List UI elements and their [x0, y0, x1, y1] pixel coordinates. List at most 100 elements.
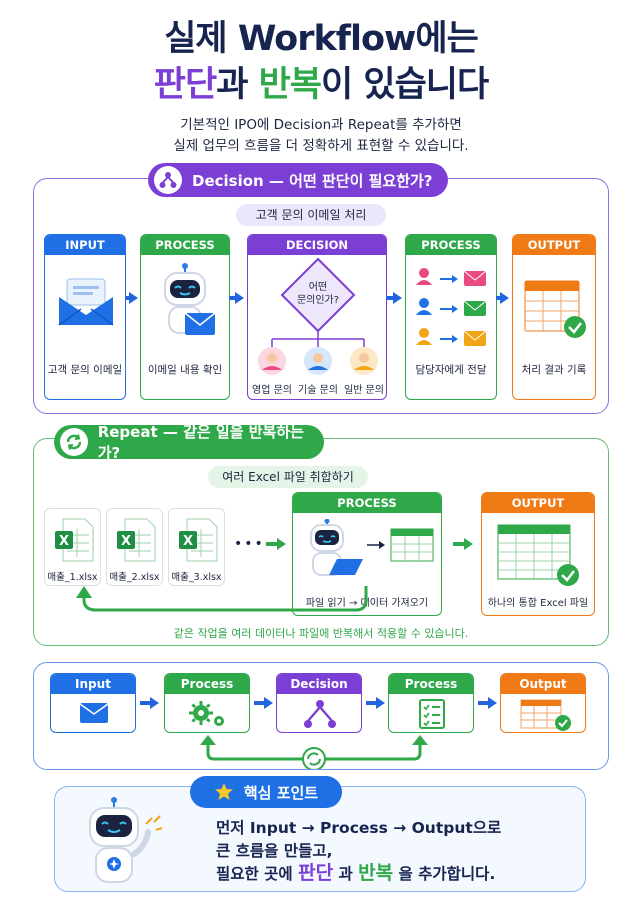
- repeat-output-head: OUTPUT: [482, 493, 594, 513]
- decision-header: Decision — 어떤 판단이 필요한가?: [148, 163, 448, 197]
- decision-branch-icon: [304, 700, 336, 728]
- gears-icon: [189, 701, 224, 726]
- diamond-line2: 문의인가?: [296, 295, 340, 306]
- excel-file-3: X 매출_3.xlsx: [168, 508, 225, 586]
- title-exists: 이 있습니다: [321, 65, 489, 105]
- branch-general: 일반 문의: [344, 385, 384, 396]
- decision-branch-icon: [154, 166, 182, 194]
- excel-icon: X: [55, 518, 94, 562]
- table-check-icon: [524, 280, 586, 338]
- envelope-icon: [79, 703, 109, 723]
- title-judgment: 판단: [153, 65, 217, 105]
- loop-back-arrow: [76, 586, 368, 612]
- arrow-icon: [393, 292, 402, 304]
- decision-decision-head: DECISION: [248, 235, 386, 255]
- arrow-shaft: [386, 296, 394, 300]
- arrow-icon: [500, 292, 509, 304]
- repeat-output-box: OUTPUT 하나의 통합 Excel 파일: [481, 492, 595, 616]
- arrow-shaft: [229, 296, 237, 300]
- summary-input-box: Input: [50, 673, 136, 733]
- summary-loop-arrow: [200, 735, 428, 769]
- robot-icon: [155, 263, 221, 343]
- arrow-shaft: [125, 296, 131, 300]
- repeat-icon: [60, 428, 88, 456]
- keypoint-line1: 먼저 Input → Process → Output으로: [216, 819, 502, 837]
- title-and: 과: [216, 65, 259, 105]
- decision-process1-head: PROCESS: [141, 235, 229, 255]
- excel-file-3-label: 매출_3.xlsx: [171, 572, 222, 583]
- decision-diamond-text: 어떤 문의인가?: [248, 281, 386, 307]
- arrow-shaft: [496, 296, 502, 300]
- decision-process2-head: PROCESS: [406, 235, 496, 255]
- excel-icon: X: [117, 518, 156, 562]
- summary-process1-box: Process: [164, 673, 250, 733]
- summary-process2-head: Process: [389, 674, 473, 694]
- summary-output-box: Output: [500, 673, 586, 733]
- arrow-shaft: [254, 701, 266, 705]
- summary-decision-head: Decision: [277, 674, 361, 694]
- repeat-footnote: 같은 작업을 여러 데이터나 파일에 반복해서 적용할 수 있습니다.: [173, 627, 469, 640]
- svg-text:X: X: [121, 534, 131, 549]
- keypoint-line3-e: 을 추가합니다.: [393, 865, 496, 883]
- summary-input-head: Input: [51, 674, 135, 694]
- arrow-icon: [376, 697, 385, 709]
- arrow-shaft: [366, 701, 378, 705]
- summary-decision-box: Decision: [276, 673, 362, 733]
- arrow-icon: [129, 292, 138, 304]
- excel-icon: X: [179, 518, 218, 562]
- title-repeat: 반복: [258, 65, 322, 105]
- page-title-line2: 판단과 반복이 있습니다: [0, 56, 642, 107]
- decision-input-label: 고객 문의 이메일: [47, 364, 123, 376]
- decision-output-head: OUTPUT: [513, 235, 595, 255]
- page-title-line1: 실제 Workflow에는: [164, 19, 479, 59]
- arrow-icon: [464, 538, 473, 550]
- arrow-shaft: [266, 542, 278, 546]
- excel-file-1-label: 매출_1.xlsx: [47, 572, 98, 583]
- decision-diamond-graphic: [258, 257, 378, 375]
- decision-output-label: 처리 결과 기록: [521, 364, 587, 376]
- table-check-icon: [497, 524, 579, 586]
- decision-header-text: Decision — 어떤 판단이 필요한가?: [192, 171, 433, 190]
- subtitle-line1: 기본적인 IPO에 Decision과 Repeat를 추가하면: [180, 117, 462, 133]
- subtitle-line2: 실제 업무의 흐름을 더 정확하게 표현할 수 있습니다.: [173, 138, 469, 154]
- keypoint-line2: 큰 흐름을 만들고,: [216, 842, 333, 860]
- decision-context: 고객 문의 이메일 처리: [236, 204, 386, 226]
- repeat-process-head: PROCESS: [293, 493, 441, 513]
- repeat-header: Repeat — 같은 일을 반복하는가?: [54, 423, 324, 462]
- summary-flow-panel: [33, 662, 609, 770]
- arrow-icon: [277, 538, 286, 550]
- arrow-icon: [235, 292, 244, 304]
- svg-text:X: X: [59, 534, 69, 549]
- route-to-staff-graphic: [416, 268, 487, 346]
- envelope-icon: [57, 277, 115, 331]
- decision-process2-label: 담당자에게 전달: [415, 364, 487, 376]
- robot-pointing-icon: [89, 797, 163, 883]
- branch-sales: 영업 문의: [252, 385, 292, 396]
- arrow-icon: [488, 697, 497, 709]
- excel-file-2: X 매출_2.xlsx: [106, 508, 163, 586]
- repeat-process-box: PROCESS 파일 읽기 → 데이터 가져오기: [292, 492, 442, 616]
- keypoint-judgment: 판단: [298, 862, 334, 884]
- checklist-icon: [419, 699, 445, 729]
- keypoint-badge-text: 핵심 포인트: [243, 783, 319, 802]
- keypoint-line3: 필요한 곳에 판단 과 반복 을 추가합니다.: [216, 858, 495, 885]
- keypoint-repeat: 반복: [358, 862, 394, 884]
- repeat-output-label: 하나의 통합 Excel 파일: [487, 598, 589, 609]
- summary-output-head: Output: [501, 674, 585, 694]
- keypoint-line3-c: 과: [333, 865, 359, 883]
- decision-process2-box: PROCESS 담당자에게 전달: [405, 234, 497, 400]
- decision-decision-box: DECISION 어떤 문의인가? 영업 문의 기술 문의 일반 문의: [247, 234, 387, 400]
- arrow-shaft: [453, 542, 465, 546]
- table-check-icon: [520, 699, 571, 731]
- more-dots: •••: [234, 536, 265, 552]
- decision-output-box: OUTPUT 처리 결과 기록: [512, 234, 596, 400]
- repeat-context: 여러 Excel 파일 취합하기: [208, 466, 368, 488]
- arrow-shaft: [140, 701, 152, 705]
- decision-input-head: INPUT: [45, 235, 125, 255]
- diamond-line1: 어떤: [308, 282, 328, 293]
- svg-text:X: X: [183, 534, 193, 549]
- repeat-header-text: Repeat — 같은 일을 반복하는가?: [97, 423, 304, 462]
- decision-process1-label: 이메일 내용 확인: [147, 364, 223, 376]
- robot-laptop-graphic: [310, 519, 434, 576]
- branch-tech: 기술 문의: [298, 385, 338, 396]
